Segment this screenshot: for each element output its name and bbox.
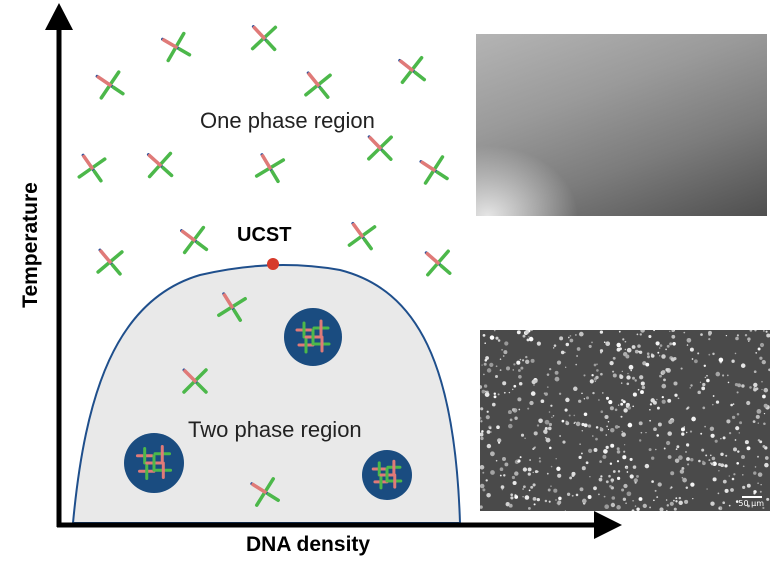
dna-nanostar — [161, 31, 192, 63]
dna-nanostar — [182, 368, 208, 394]
dna-nanostar — [347, 221, 377, 251]
dna-nanostar — [424, 249, 452, 277]
dna-nanostar — [367, 135, 393, 161]
dna-nanostar — [146, 151, 174, 179]
dense-droplet — [284, 308, 342, 366]
y-axis-label: Temperature — [19, 182, 42, 308]
scale-bar — [742, 496, 762, 498]
dna-nanostar — [398, 55, 427, 85]
dna-nanostar — [96, 248, 124, 276]
scale-bar-label: 50 µm — [738, 499, 764, 508]
dna-nanostar — [419, 155, 449, 185]
x-axis-label: DNA density — [246, 533, 371, 556]
dense-droplet — [362, 450, 412, 500]
y-axis-arrowhead — [45, 3, 73, 30]
dna-nanostar — [95, 70, 125, 100]
micrograph-two-phase: 50 µm — [480, 330, 770, 511]
dense-droplets — [124, 308, 412, 500]
dna-nanostar — [217, 292, 247, 322]
dna-nanostar — [304, 71, 332, 99]
two-phase-region-label: Two phase region — [188, 417, 362, 442]
dna-nanostar — [250, 25, 278, 52]
x-axis-arrowhead — [594, 511, 622, 539]
droplet-speckles — [480, 330, 770, 511]
micrograph-one-phase — [476, 34, 767, 216]
dna-nanostar — [77, 153, 107, 183]
ucst-label: UCST — [237, 224, 292, 246]
dense-droplet — [124, 433, 184, 493]
dna-nanostar — [254, 153, 286, 184]
dna-nanostar — [250, 477, 280, 507]
ucst-point — [267, 258, 279, 270]
dna-nanostars — [77, 25, 452, 507]
dna-nanostar — [180, 225, 209, 255]
one-phase-region-label: One phase region — [200, 108, 375, 133]
